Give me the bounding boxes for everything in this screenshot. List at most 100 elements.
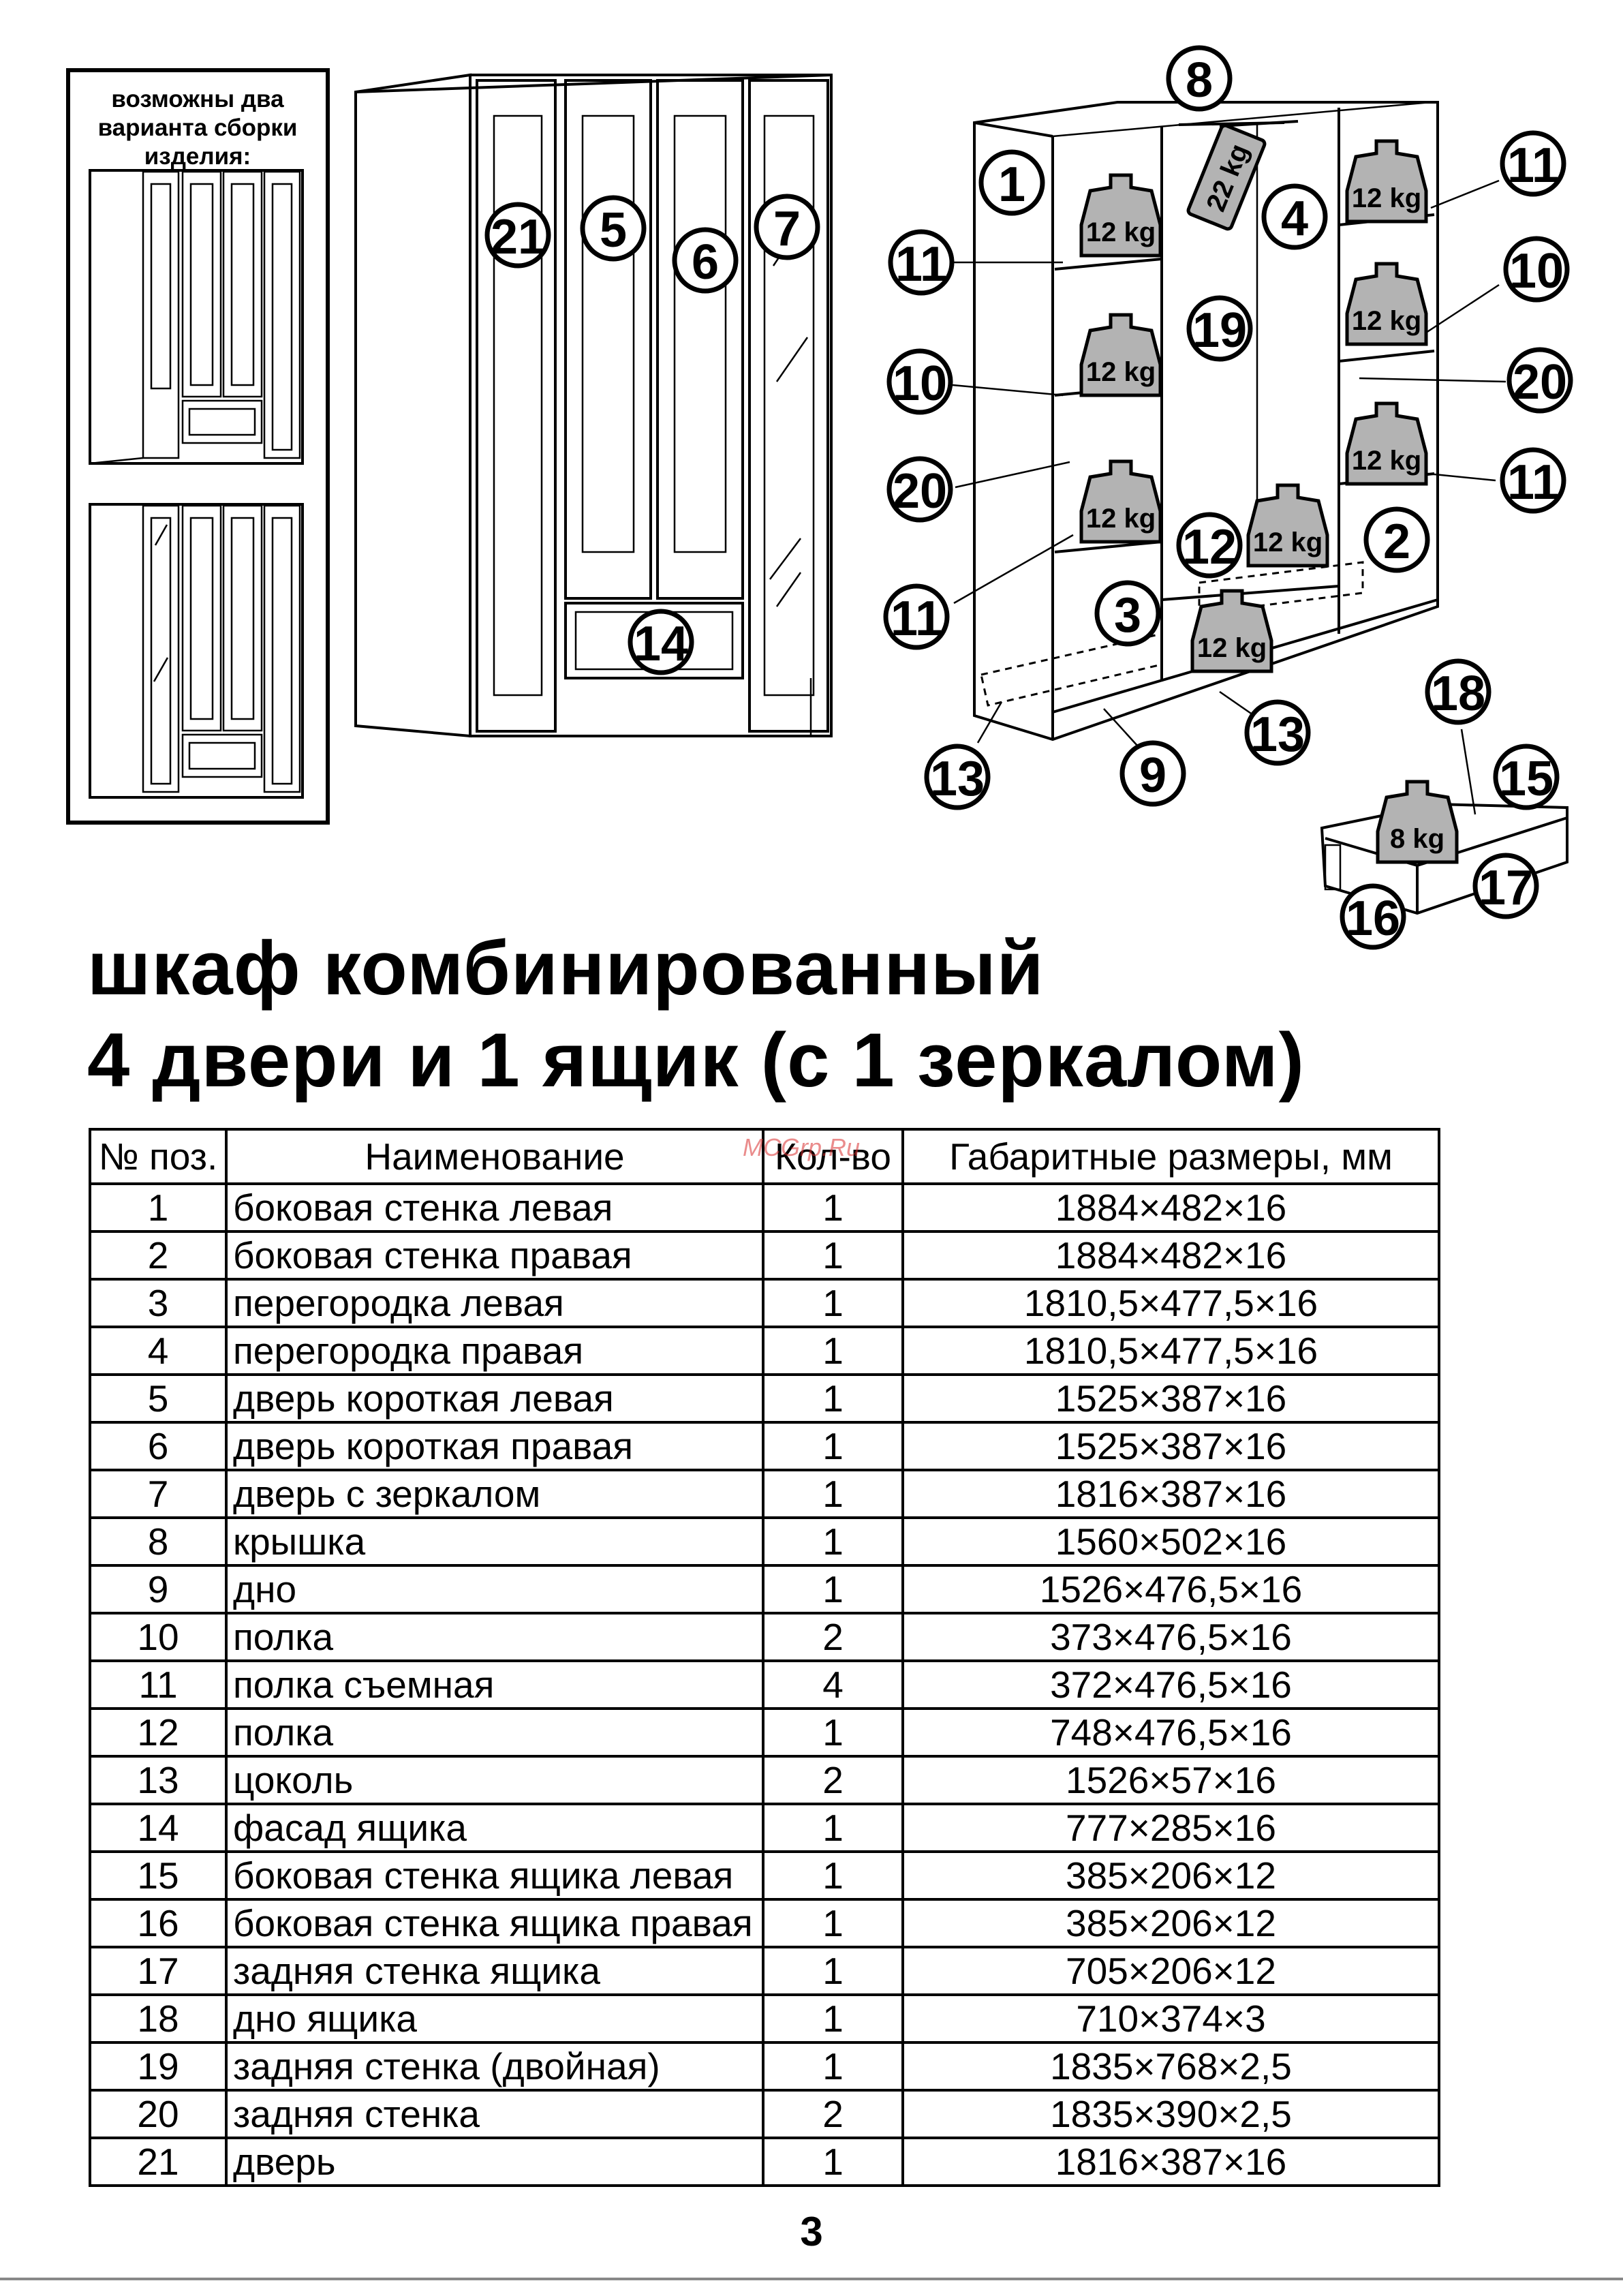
svg-text:10: 10 xyxy=(893,356,947,411)
weight-tag-shelf-8: 12 kg xyxy=(1190,589,1273,673)
row-position: 2 xyxy=(89,1230,228,1281)
row-name: перегородка левая xyxy=(225,1278,764,1328)
row-name: дверь короткая правая xyxy=(225,1421,764,1471)
leader-lines xyxy=(952,179,1506,815)
callout-15: 15 xyxy=(1493,744,1560,810)
weight-tag-shelf-4: 12 kg xyxy=(1345,139,1428,224)
row-name: полка съемная xyxy=(225,1659,764,1710)
row-dimensions: 1560×502×16 xyxy=(901,1516,1440,1567)
row-quantity: 1 xyxy=(762,1278,904,1328)
svg-text:19: 19 xyxy=(1192,303,1247,358)
row-dimensions: 710×374×3 xyxy=(901,1993,1440,2044)
row-dimensions: 1810,5×477,5×16 xyxy=(901,1326,1440,1376)
row-quantity: 1 xyxy=(762,1707,904,1758)
svg-text:12 kg: 12 kg xyxy=(1197,633,1267,663)
svg-text:12 kg: 12 kg xyxy=(1253,527,1323,557)
row-position: 21 xyxy=(89,2137,228,2187)
callout-16: 16 xyxy=(1340,883,1406,950)
row-quantity: 2 xyxy=(762,1755,904,1805)
watermark: MCGrp.Ru xyxy=(743,1133,861,1161)
row-position: 16 xyxy=(89,1898,228,1948)
svg-text:11: 11 xyxy=(1507,455,1559,510)
page-number: 3 xyxy=(800,2209,823,2254)
row-position: 1 xyxy=(89,1182,228,1233)
row-quantity: 2 xyxy=(762,2089,904,2139)
row-name: перегородка правая xyxy=(225,1326,764,1376)
variant-2-drawing xyxy=(89,503,304,799)
row-dimensions: 1526×476,5×16 xyxy=(901,1564,1440,1614)
row-name: боковая стенка ящика левая xyxy=(225,1850,764,1901)
callout-14: 14 xyxy=(628,609,694,675)
weight-tag-shelf-6: 12 kg xyxy=(1345,401,1428,486)
row-position: 9 xyxy=(89,1564,228,1614)
row-quantity: 1 xyxy=(762,1230,904,1281)
callout-11-a: 11 xyxy=(888,229,955,296)
svg-text:18: 18 xyxy=(1431,667,1485,721)
svg-text:2: 2 xyxy=(1383,515,1410,569)
svg-text:21: 21 xyxy=(491,210,545,264)
svg-text:15: 15 xyxy=(1499,752,1554,806)
svg-text:7: 7 xyxy=(773,202,801,256)
product-title-line-2: 4 двери и 1 ящик (с 1 зеркалом) xyxy=(87,1017,1305,1103)
row-dimensions: 385×206×12 xyxy=(901,1850,1440,1901)
svg-text:1: 1 xyxy=(998,157,1025,212)
weight-tag-shelf-3: 12 kg xyxy=(1079,459,1162,544)
callout-13-b: 13 xyxy=(1244,699,1311,766)
row-position: 5 xyxy=(89,1373,228,1424)
table-header-row: № поз. Наименование Кол-во Габаритные ра… xyxy=(89,1128,1440,1185)
callout-20-a: 20 xyxy=(886,456,953,523)
row-name: полка xyxy=(225,1707,764,1758)
row-dimensions: 385×206×12 xyxy=(901,1898,1440,1948)
row-dimensions: 748×476,5×16 xyxy=(901,1707,1440,1758)
svg-text:17: 17 xyxy=(1479,861,1533,915)
callout-21: 21 xyxy=(484,202,551,269)
svg-text:12 kg: 12 kg xyxy=(1086,217,1156,247)
row-quantity: 1 xyxy=(762,1993,904,2044)
hanging-rod xyxy=(1219,120,1299,127)
weight-tag-shelf-1: 12 kg xyxy=(1079,173,1162,258)
row-name: задняя стенка ящика xyxy=(225,1946,764,1996)
callout-9: 9 xyxy=(1119,740,1186,807)
row-position: 3 xyxy=(89,1278,228,1328)
svg-text:20: 20 xyxy=(1513,355,1567,410)
row-position: 18 xyxy=(89,1993,228,2044)
row-position: 14 xyxy=(89,1803,228,1853)
svg-text:3: 3 xyxy=(1114,588,1141,643)
row-position: 11 xyxy=(89,1659,228,1710)
callout-20-b: 20 xyxy=(1506,347,1573,414)
callout-3: 3 xyxy=(1094,580,1161,647)
svg-text:12: 12 xyxy=(1182,520,1237,575)
row-dimensions: 1525×387×16 xyxy=(901,1373,1440,1424)
svg-text:12 kg: 12 kg xyxy=(1352,306,1421,336)
row-position: 10 xyxy=(89,1612,228,1662)
row-dimensions: 373×476,5×16 xyxy=(901,1612,1440,1662)
svg-text:11: 11 xyxy=(895,237,947,292)
row-quantity: 1 xyxy=(762,1803,904,1853)
svg-text:12 kg: 12 kg xyxy=(1086,357,1156,387)
row-quantity: 1 xyxy=(762,1564,904,1614)
row-dimensions: 1835×390×2,5 xyxy=(901,2089,1440,2139)
svg-text:12 kg: 12 kg xyxy=(1352,183,1421,213)
row-position: 15 xyxy=(89,1850,228,1901)
callout-6: 6 xyxy=(672,227,739,294)
weight-tag-drawer: 8 kg xyxy=(1376,780,1459,864)
row-dimensions: 1816×387×16 xyxy=(901,2137,1440,2187)
row-dimensions: 1884×482×16 xyxy=(901,1230,1440,1281)
row-dimensions: 705×206×12 xyxy=(901,1946,1440,1996)
row-quantity: 1 xyxy=(762,1421,904,1471)
assembly-variants-box xyxy=(66,68,330,825)
row-name: дверь короткая левая xyxy=(225,1373,764,1424)
row-name: боковая стенка ящика правая xyxy=(225,1898,764,1948)
